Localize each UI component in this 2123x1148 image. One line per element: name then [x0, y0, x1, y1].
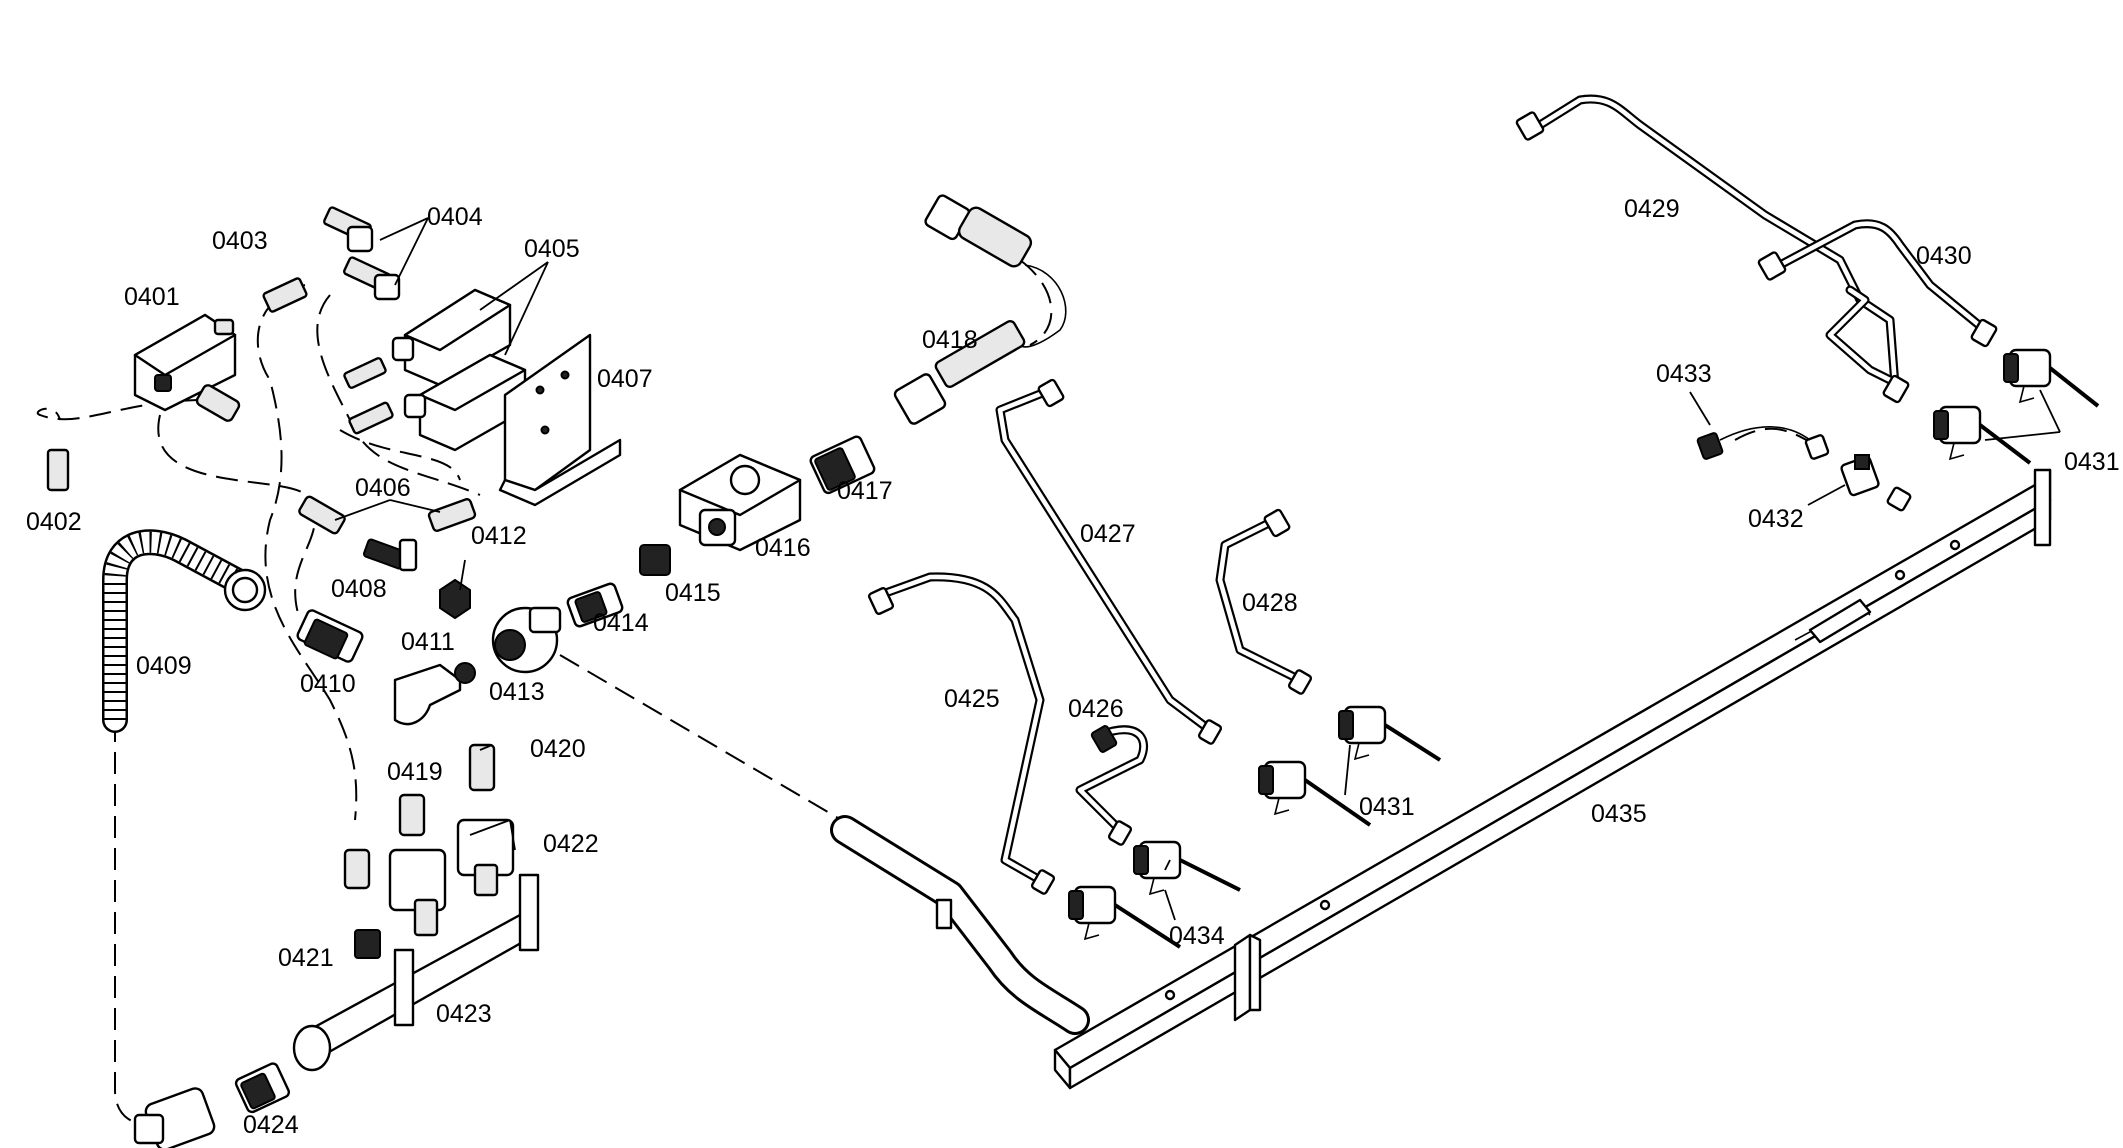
fittings: [46, 194, 1033, 726]
callout-0409: 0409: [136, 652, 192, 680]
callout-0420: 0420: [530, 735, 586, 763]
callout-0432: 0432: [1748, 505, 1804, 533]
callout-0413: 0413: [489, 678, 545, 706]
thermo-parts: [1696, 426, 1912, 512]
callout-0426: 0426: [1068, 695, 1124, 723]
flex-hose: [102, 529, 267, 733]
callout-0414: 0414: [593, 609, 649, 637]
callout-0415: 0415: [665, 579, 721, 607]
callout-labels: 0401 0402 0403 0404 0405 0406 0407 0408 …: [26, 195, 2120, 1139]
callout-0411: 0411: [401, 628, 455, 656]
callout-0407: 0407: [597, 365, 653, 393]
burner-valves: [1068, 348, 2100, 949]
callout-0416: 0416: [755, 534, 811, 562]
callout-0421: 0421: [278, 944, 334, 972]
callout-0431-middle: 0431: [1359, 793, 1415, 821]
callout-0434: 0434: [1169, 922, 1225, 950]
callout-0410: 0410: [300, 670, 356, 698]
pipe-nuts: [867, 111, 1998, 895]
callout-0419: 0419: [387, 758, 443, 786]
callout-0418: 0418: [922, 326, 978, 354]
callout-0430: 0430: [1916, 242, 1972, 270]
callout-0428: 0428: [1242, 589, 1298, 617]
leader-lines: [334, 217, 2061, 921]
callout-0412: 0412: [471, 522, 527, 550]
callout-0404: 0404: [427, 203, 483, 231]
callout-0425: 0425: [944, 685, 1000, 713]
callout-0422: 0422: [543, 830, 599, 858]
callout-0427: 0427: [1080, 520, 1136, 548]
callout-0406: 0406: [355, 474, 411, 502]
callout-0402: 0402: [26, 508, 82, 536]
burner-feed-tube: [830, 815, 1090, 1035]
valve-block: [133, 743, 540, 1148]
callout-0417: 0417: [837, 477, 893, 505]
callout-0433: 0433: [1656, 360, 1712, 388]
callout-0403: 0403: [212, 227, 268, 255]
callout-0423: 0423: [436, 1000, 492, 1028]
callout-0405: 0405: [524, 235, 580, 263]
callout-0401: 0401: [124, 283, 180, 311]
callout-0408: 0408: [331, 575, 387, 603]
main-manifold-bar: [1053, 468, 2052, 1090]
gas-pipes: [875, 94, 1990, 885]
callout-0429: 0429: [1624, 195, 1680, 223]
callout-0435: 0435: [1591, 800, 1647, 828]
callout-0431-right: 0431: [2064, 448, 2120, 476]
callout-0424: 0424: [243, 1111, 299, 1139]
